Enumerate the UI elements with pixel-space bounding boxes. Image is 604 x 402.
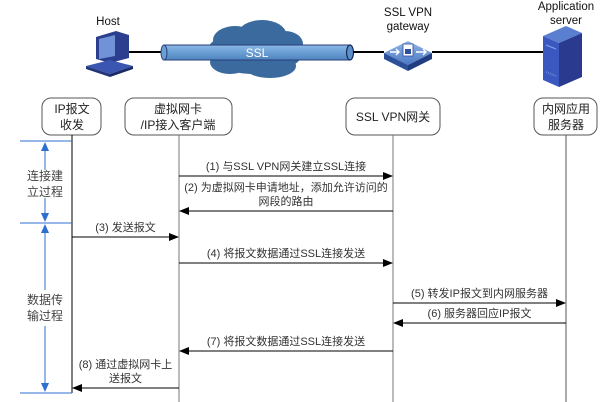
- phase2-label-line1: 数据传: [27, 292, 63, 307]
- participant-ip-line2: 收发: [60, 117, 84, 132]
- server-label-line2: server: [550, 15, 582, 27]
- message-step-4: (4) 将报文数据通过SSL连接发送: [179, 246, 393, 267]
- message-label-2-line1: (2) 为虚拟网卡申请地址，添加允许访问的: [184, 180, 388, 194]
- participant-intranet-server: 内网应用 服务器: [533, 97, 598, 136]
- gateway-label-line1: SSL VPN: [384, 7, 432, 19]
- message-label-2-line2: 网段的路由: [259, 194, 314, 208]
- server-label-line1: Application: [538, 1, 594, 13]
- ssl-tunnel: SSL: [160, 44, 355, 61]
- ssl-tunnel-label: SSL: [246, 46, 269, 60]
- participant-vnic-line1: 虚拟网卡: [154, 102, 202, 116]
- application-server-icon: [543, 26, 582, 87]
- phase1-label-line1: 连接建: [27, 168, 63, 183]
- phase2-label-line2: 输过程: [27, 308, 63, 323]
- phase2-down-arrow-icon: [41, 383, 49, 392]
- message-step-6: (6) 服务器回应IP报文: [393, 306, 566, 327]
- message-label-5: (5) 转发IP报文到内网服务器: [411, 286, 548, 300]
- topology: SSL Host SSL VPN gateway: [86, 1, 594, 87]
- message-label-8-line2: 送报文: [109, 371, 142, 385]
- message-label-7: (7) 将报文数据通过SSL连接发送: [207, 334, 365, 348]
- message-step-5: (5) 转发IP报文到内网服务器: [393, 286, 566, 307]
- phase1-down-arrow-icon: [41, 213, 49, 222]
- messages: (1) 与SSL VPN网关建立SSL连接 (2) 为虚拟网卡申请地址，添加允许访…: [72, 159, 566, 392]
- phase1-label-line2: 立过程: [27, 184, 63, 199]
- participant-virtual-nic: 虚拟网卡 /IP接入客户端: [124, 97, 233, 136]
- message-label-6: (6) 服务器回应IP报文: [428, 306, 532, 320]
- message-label-1: (1) 与SSL VPN网关建立SSL连接: [206, 159, 366, 173]
- ssl-vpn-gateway-icon: [384, 41, 432, 71]
- message-step-3: (3) 发送报文: [72, 220, 179, 241]
- participant-vnic-line2: /IP接入客户端: [141, 117, 216, 132]
- message-label-3: (3) 发送报文: [95, 220, 156, 234]
- participant-ip-line1: IP报文: [54, 101, 89, 116]
- phase2-up-arrow-icon: [41, 224, 49, 233]
- participant-srv-line2: 服务器: [548, 117, 584, 132]
- host-computer-icon: [86, 31, 133, 77]
- participant-ssl-vpn-gateway: SSL VPN网关: [345, 97, 441, 136]
- message-step-1: (1) 与SSL VPN网关建立SSL连接: [179, 159, 393, 180]
- phase1-up-arrow-icon: [41, 142, 49, 151]
- message-label-4: (4) 将报文数据通过SSL连接发送: [207, 246, 365, 260]
- phase-markers: 连接建 立过程 数据传 输过程: [20, 140, 72, 394]
- participant-gw-line1: SSL VPN网关: [356, 110, 430, 124]
- participant-srv-line1: 内网应用: [542, 101, 590, 116]
- host-label: Host: [96, 16, 120, 28]
- gateway-label-line2: gateway: [387, 21, 430, 33]
- message-label-8-line1: (8) 通过虚拟网卡上: [79, 357, 173, 371]
- message-step-7: (7) 将报文数据通过SSL连接发送: [179, 334, 393, 355]
- participant-ip: IP报文 收发: [41, 97, 102, 136]
